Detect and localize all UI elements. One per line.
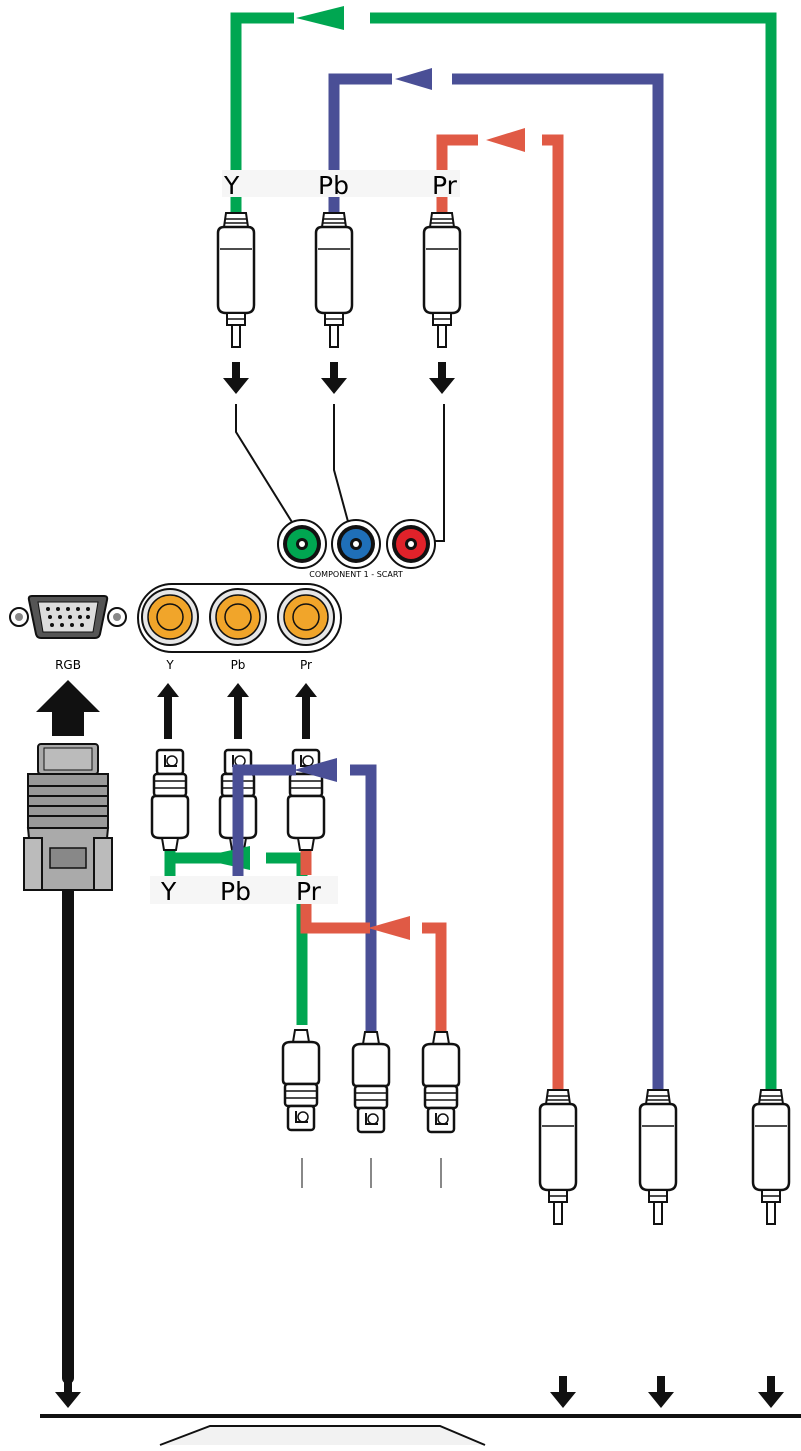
bnc-jack-icon — [141, 588, 199, 646]
arrow-down-icon — [321, 362, 347, 394]
top-label-band — [222, 170, 460, 197]
top-label-pr: Pr — [432, 171, 458, 200]
rca-plug-icon — [422, 211, 462, 349]
bnc-input-panel — [137, 583, 342, 653]
top-pr-cable — [436, 134, 564, 1090]
arrow-left-icon — [296, 6, 344, 30]
source-device-area — [0, 1418, 801, 1446]
middle-label-pb: Pb — [220, 877, 251, 906]
arrow-left-icon — [395, 68, 432, 90]
arrow-down-icon — [223, 362, 249, 394]
lower-pr-cable — [300, 851, 447, 1032]
set-top-box-icon — [159, 1425, 486, 1446]
bnc-plug-icon — [150, 748, 190, 852]
arrow-up-icon — [36, 680, 100, 736]
arrow-down-icon — [55, 1376, 81, 1408]
middle-label-pr: Pr — [296, 877, 322, 906]
arrow-left-icon — [294, 758, 337, 782]
bnc-jack-icon — [209, 588, 267, 646]
scart-component-jacks: COMPONENT 1 - SCART — [277, 519, 436, 579]
rca-plug-icon — [638, 1088, 678, 1226]
top-label-y: Y — [223, 171, 240, 200]
rca-jack-icon — [331, 519, 381, 569]
middle-label-band — [150, 876, 338, 904]
rca-plug-icon — [538, 1088, 578, 1226]
scart-caption: COMPONENT 1 - SCART — [309, 570, 403, 579]
arrow-left-icon — [368, 916, 410, 940]
panel-label-pb: Pb — [231, 658, 246, 672]
vga-plug-icon — [23, 743, 113, 1384]
top-y-cable — [230, 12, 777, 1090]
top-pb-cable — [328, 73, 664, 1090]
arrow-down-icon — [550, 1376, 576, 1408]
rca-plug-icon — [751, 1088, 791, 1226]
bnc-plug-icon — [351, 1030, 391, 1134]
rca-plug-icon — [314, 211, 354, 349]
bnc-plug-icon — [281, 1028, 321, 1132]
bnc-jack-icon — [277, 588, 335, 646]
arrow-up-icon — [227, 683, 249, 739]
rca-jack-icon — [277, 519, 327, 569]
panel-label-rgb: RGB — [55, 658, 81, 672]
bnc-thin-leads — [301, 1158, 442, 1188]
middle-label-y: Y — [160, 877, 177, 906]
panel-label-pr: Pr — [300, 658, 312, 672]
panel-label-y: Y — [165, 658, 174, 672]
arrow-left-icon — [486, 128, 525, 152]
arrow-up-icon — [157, 683, 179, 739]
bnc-plug-icon — [421, 1030, 461, 1134]
arrow-down-icon — [648, 1376, 674, 1408]
top-label-pb: Pb — [318, 171, 349, 200]
arrow-down-icon — [429, 362, 455, 394]
rca-jack-icon — [386, 519, 436, 569]
vga-port-icon — [9, 595, 127, 639]
arrow-up-icon — [295, 683, 317, 739]
rca-plug-icon — [216, 211, 256, 349]
lower-pb-cable — [232, 764, 377, 1032]
arrow-down-icon — [758, 1376, 784, 1408]
